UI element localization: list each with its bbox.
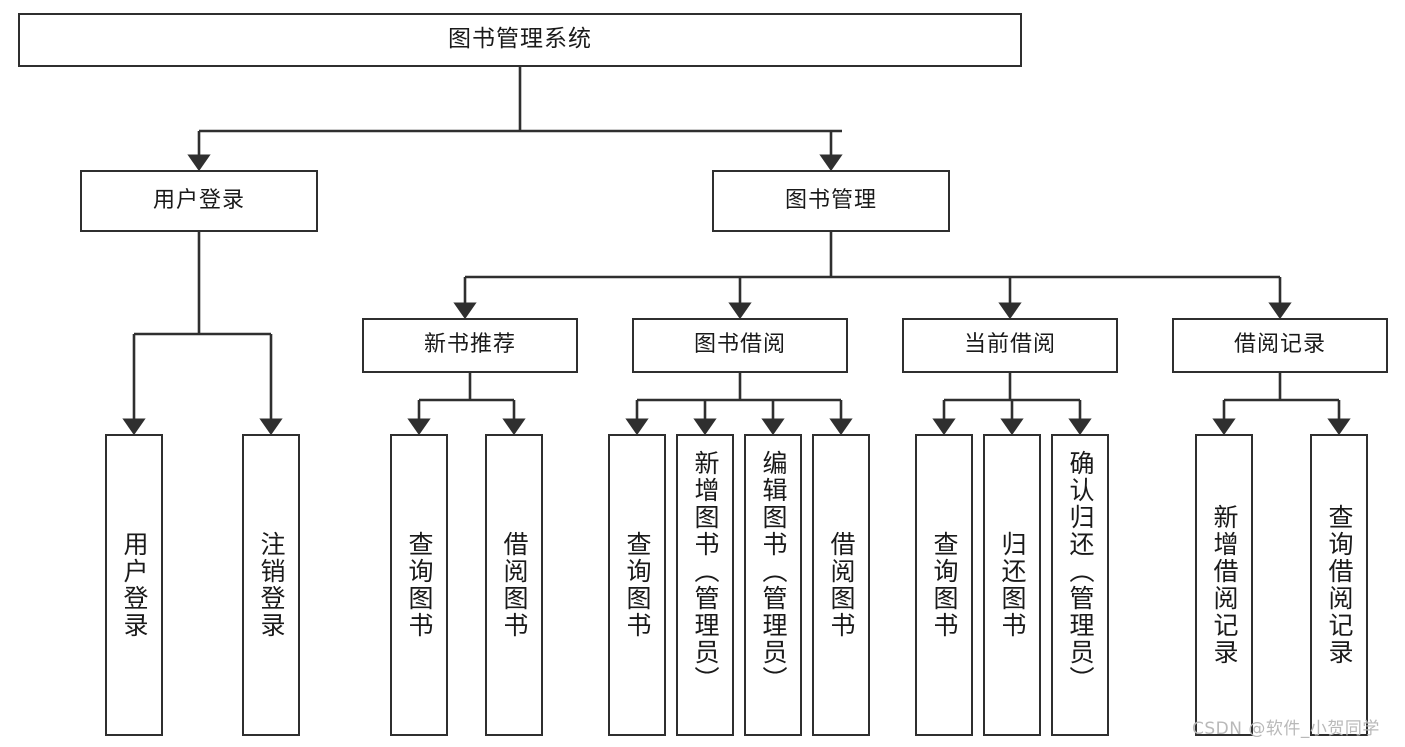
node-root-label: 图书管理系统 [448,26,592,53]
node-user-login-label: 用户登录 [152,187,245,213]
leaf-borrow-query-book[interactable]: 查询图书 [608,434,666,736]
leaf-user-login-label: 用户登录 [120,531,149,639]
node-user-login[interactable]: 用户登录 [80,170,318,232]
leaf-borrow-borrow-book-label: 借阅图书 [827,531,856,639]
leaf-borrow-query-book-label: 查询图书 [623,531,652,639]
node-new-book-recommend-label: 新书推荐 [423,332,516,358]
leaf-records-add-record-label: 新增借阅记录 [1210,504,1239,666]
node-new-book-recommend[interactable]: 新书推荐 [362,318,578,373]
leaf-current-confirm-return-admin-label: 确认归还（管理员） [1066,450,1095,693]
leaf-current-return-book-label: 归还图书 [998,531,1027,639]
node-book-management[interactable]: 图书管理 [712,170,950,232]
leaf-logout[interactable]: 注销登录 [242,434,300,736]
node-book-borrow[interactable]: 图书借阅 [632,318,848,373]
leaf-borrow-edit-book-admin-label: 编辑图书（管理员） [759,450,788,693]
node-book-borrow-label: 图书借阅 [693,332,786,358]
leaf-logout-label: 注销登录 [257,531,286,639]
leaf-records-query-record[interactable]: 查询借阅记录 [1310,434,1368,736]
node-current-borrow-label: 当前借阅 [963,332,1056,358]
leaf-records-query-record-label: 查询借阅记录 [1325,504,1354,666]
leaf-newbook-query-book-label: 查询图书 [405,531,434,639]
node-root[interactable]: 图书管理系统 [18,13,1022,67]
leaf-borrow-edit-book-admin[interactable]: 编辑图书（管理员） [744,434,802,736]
node-current-borrow[interactable]: 当前借阅 [902,318,1118,373]
leaf-borrow-add-book-admin[interactable]: 新增图书（管理员） [676,434,734,736]
leaf-borrow-add-book-admin-label: 新增图书（管理员） [691,450,720,693]
csdn-watermark: CSDN @软件_小贺同学 [1192,719,1380,739]
node-book-management-label: 图书管理 [784,187,877,213]
node-borrow-records-label: 借阅记录 [1233,332,1326,358]
leaf-user-login[interactable]: 用户登录 [105,434,163,736]
leaf-borrow-borrow-book[interactable]: 借阅图书 [812,434,870,736]
node-borrow-records[interactable]: 借阅记录 [1172,318,1388,373]
leaf-newbook-borrow-book-label: 借阅图书 [500,531,529,639]
leaf-current-return-book[interactable]: 归还图书 [983,434,1041,736]
leaf-current-query-book-label: 查询图书 [930,531,959,639]
leaf-newbook-borrow-book[interactable]: 借阅图书 [485,434,543,736]
leaf-newbook-query-book[interactable]: 查询图书 [390,434,448,736]
leaf-records-add-record[interactable]: 新增借阅记录 [1195,434,1253,736]
leaf-current-confirm-return-admin[interactable]: 确认归还（管理员） [1051,434,1109,736]
leaf-current-query-book[interactable]: 查询图书 [915,434,973,736]
